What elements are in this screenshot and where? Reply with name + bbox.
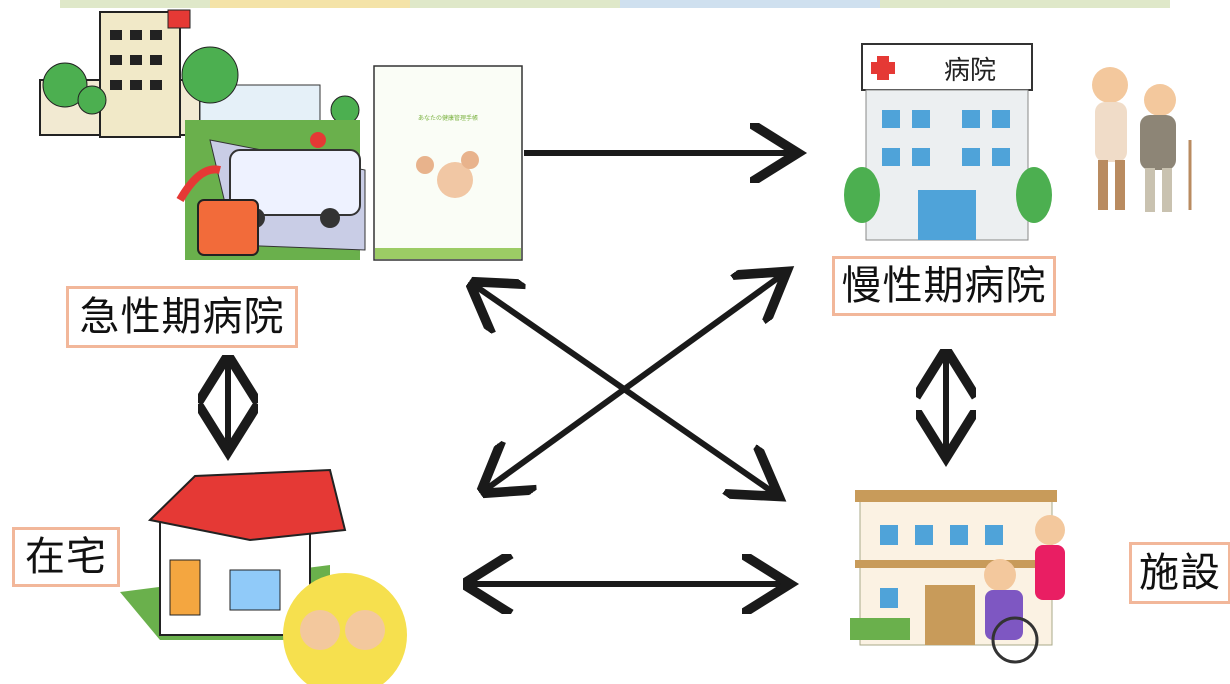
chronic-hospital-label: 慢性期病院 — [832, 256, 1056, 316]
acute-hospital-illustration — [39, 9, 366, 260]
chronic-hospital-illustration: 病院 — [844, 43, 1052, 241]
arrows — [228, 153, 946, 584]
booklet-illustration: あなたの健康管理手帳 — [373, 65, 523, 261]
facility-illustration — [850, 490, 1065, 664]
home-illustration — [120, 468, 407, 684]
caregiver-elder-illustration — [1092, 67, 1192, 212]
booklet-title: あなたの健康管理手帳 — [418, 114, 478, 122]
arrow-home-chronic — [485, 275, 782, 490]
hospital-sign-text: 病院 — [944, 56, 996, 86]
facility-label: 施設 — [1129, 542, 1230, 604]
top-strip — [60, 0, 1170, 8]
acute-hospital-label: 急性期病院 — [66, 286, 298, 348]
home-label: 在宅 — [12, 527, 120, 587]
